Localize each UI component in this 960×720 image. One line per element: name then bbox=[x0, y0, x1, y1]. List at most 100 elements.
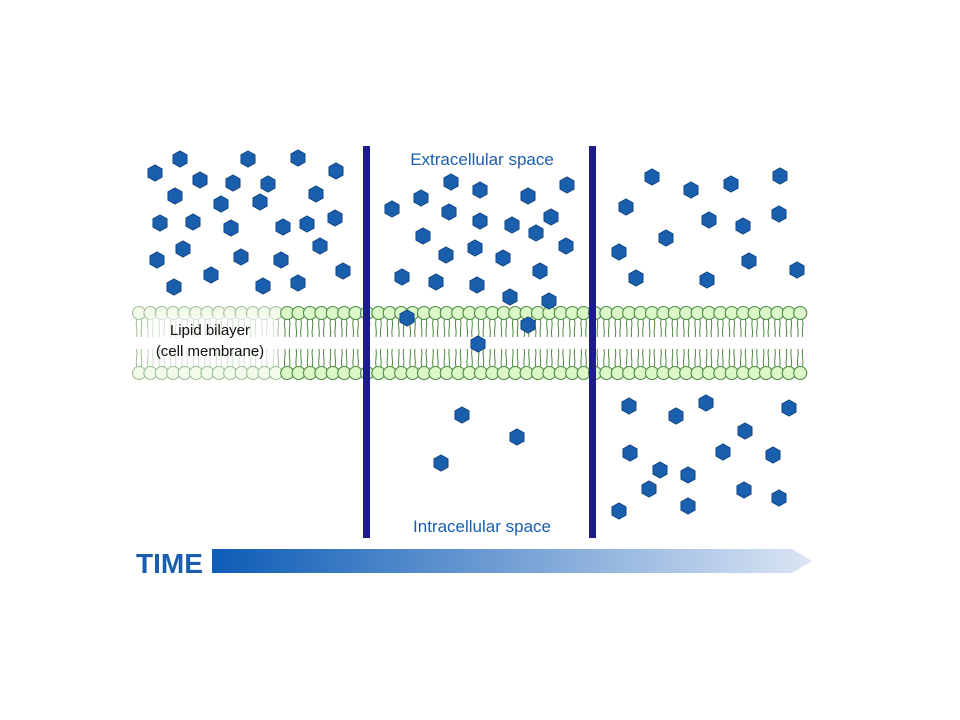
hexagon-icon bbox=[467, 239, 483, 257]
phospholipid-icon bbox=[679, 305, 694, 381]
hexagon-icon bbox=[680, 497, 696, 515]
phospholipid-icon bbox=[496, 305, 511, 381]
hexagon-icon bbox=[335, 262, 351, 280]
hexagon-icon bbox=[260, 175, 276, 193]
hexagon-icon bbox=[384, 200, 400, 218]
hexagon-icon bbox=[290, 274, 306, 292]
phospholipid-icon bbox=[348, 305, 363, 381]
phospholipid-icon bbox=[667, 305, 682, 381]
hexagon-icon bbox=[399, 309, 415, 327]
hexagon-icon bbox=[394, 268, 410, 286]
hexagon-icon bbox=[658, 229, 674, 247]
hexagon-icon bbox=[203, 266, 219, 284]
phospholipid-icon bbox=[656, 305, 671, 381]
hexagon-icon bbox=[772, 167, 788, 185]
phospholipid-icon bbox=[451, 305, 466, 381]
hexagon-icon bbox=[454, 406, 470, 424]
hexagon-icon bbox=[428, 273, 444, 291]
intracellular-label: Intracellular space bbox=[413, 517, 551, 536]
hexagon-icon bbox=[225, 174, 241, 192]
hexagon-icon bbox=[469, 276, 485, 294]
hexagon-icon bbox=[528, 224, 544, 242]
time-arrow-icon bbox=[212, 549, 812, 573]
hexagon-icon bbox=[252, 193, 268, 211]
hexagon-icon bbox=[167, 187, 183, 205]
phospholipid-icon bbox=[793, 305, 808, 381]
hexagon-icon bbox=[644, 168, 660, 186]
hexagon-icon bbox=[668, 407, 684, 425]
membrane-label-line2: (cell membrane) bbox=[156, 343, 264, 360]
hexagon-icon bbox=[472, 212, 488, 230]
hexagon-icon bbox=[495, 249, 511, 267]
hexagon-icon bbox=[771, 489, 787, 507]
membrane-label-backdrop bbox=[148, 316, 276, 366]
hexagon-icon bbox=[172, 150, 188, 168]
hexagon-icon bbox=[737, 422, 753, 440]
phospholipid-icon bbox=[473, 305, 489, 381]
phospholipid-icon bbox=[781, 305, 796, 381]
hexagon-icon bbox=[233, 248, 249, 266]
phospholipid-icon bbox=[633, 305, 648, 381]
hexagon-icon bbox=[328, 162, 344, 180]
phospholipid-icon bbox=[337, 305, 352, 381]
phospholipid-icon bbox=[530, 305, 546, 381]
hexagon-icon bbox=[683, 181, 699, 199]
time-divider-2 bbox=[589, 146, 596, 538]
phospholipid-icon bbox=[736, 305, 751, 381]
hexagon-icon bbox=[771, 205, 787, 223]
hexagon-icon bbox=[618, 198, 634, 216]
phospholipid-icon bbox=[416, 305, 432, 381]
time-divider-1 bbox=[363, 146, 370, 538]
hexagon-icon bbox=[541, 292, 557, 310]
time-label: TIME bbox=[136, 548, 203, 579]
hexagon-icon bbox=[255, 277, 271, 295]
hexagon-icon bbox=[470, 335, 486, 353]
hexagon-icon bbox=[213, 195, 229, 213]
hexagon-icon bbox=[312, 237, 328, 255]
hexagon-icon bbox=[628, 269, 644, 287]
membrane-label-line1: Lipid bilayer bbox=[170, 322, 250, 339]
phospholipid-icon bbox=[690, 305, 705, 381]
hexagon-icon bbox=[149, 251, 165, 269]
phospholipid-icon bbox=[565, 305, 580, 381]
phospholipid-icon bbox=[622, 305, 637, 381]
phospholipid-icon bbox=[701, 305, 717, 381]
molecule-layer bbox=[147, 149, 805, 520]
hexagon-icon bbox=[723, 175, 739, 193]
phospholipid-icon bbox=[758, 305, 774, 381]
hexagon-icon bbox=[413, 189, 429, 207]
phospholipid-icon bbox=[314, 305, 329, 381]
hexagon-icon bbox=[502, 288, 518, 306]
hexagon-icon bbox=[622, 444, 638, 462]
phospholipid-icon bbox=[553, 305, 568, 381]
phospholipid-icon bbox=[724, 305, 739, 381]
hexagon-icon bbox=[741, 252, 757, 270]
phospholipid-icon bbox=[302, 305, 318, 381]
phospholipid-icon bbox=[291, 305, 306, 381]
hexagon-icon bbox=[735, 217, 751, 235]
phospholipid-icon bbox=[439, 305, 454, 381]
phospholipid-icon bbox=[131, 305, 147, 381]
hexagon-icon bbox=[175, 240, 191, 258]
phospholipid-icon bbox=[610, 305, 625, 381]
hexagon-icon bbox=[701, 211, 717, 229]
hexagon-icon bbox=[273, 251, 289, 269]
phospholipid-icon bbox=[325, 305, 340, 381]
phospholipid-icon bbox=[576, 305, 591, 381]
phospholipid-icon bbox=[280, 305, 295, 381]
hexagon-icon bbox=[152, 214, 168, 232]
phospholipid-icon bbox=[462, 305, 477, 381]
hexagon-icon bbox=[299, 215, 315, 233]
hexagon-icon bbox=[147, 164, 163, 182]
hexagon-icon bbox=[472, 181, 488, 199]
hexagon-icon bbox=[543, 208, 559, 226]
phospholipid-icon bbox=[371, 305, 386, 381]
hexagon-icon bbox=[290, 149, 306, 167]
hexagon-icon bbox=[415, 227, 431, 245]
hexagon-icon bbox=[166, 278, 182, 296]
hexagon-icon bbox=[699, 271, 715, 289]
hexagon-icon bbox=[715, 443, 731, 461]
hexagon-icon bbox=[765, 446, 781, 464]
phospholipid-icon bbox=[747, 305, 762, 381]
